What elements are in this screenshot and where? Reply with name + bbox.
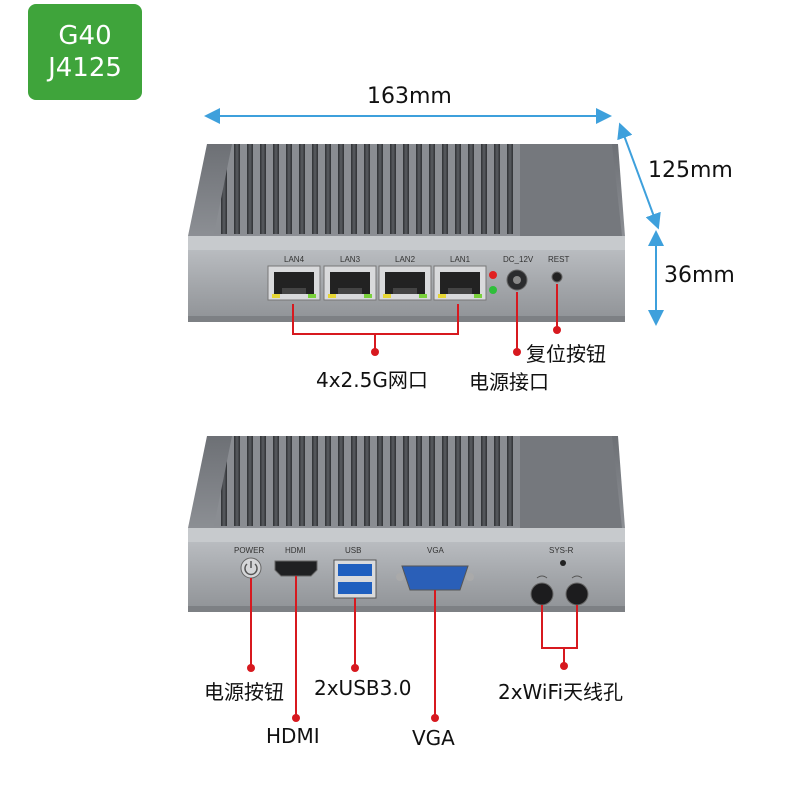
- usb-callout: 2xUSB3.0: [314, 676, 412, 700]
- width-label: 163mm: [367, 84, 452, 109]
- height-label: 36mm: [664, 263, 735, 288]
- lan1-label: LAN1: [450, 255, 471, 264]
- vga-port-label: VGA: [427, 546, 445, 555]
- back-unit: POWER HDMI USB VGA SYS-R: [188, 436, 625, 612]
- lan2-label: LAN2: [395, 255, 416, 264]
- usb-port-label: USB: [345, 546, 361, 555]
- dc-label: DC_12V: [503, 255, 534, 264]
- power-callout: 电源按钮: [204, 680, 284, 704]
- vga-callout: VGA: [412, 726, 455, 750]
- front-unit: LAN4 LAN3 LAN2 LAN1 DC_12V REST: [188, 144, 625, 322]
- model-name: G40: [58, 21, 112, 51]
- hdmi-callout: HDMI: [266, 724, 320, 748]
- reset-callout: 复位按钮: [526, 342, 606, 366]
- reset-label: REST: [548, 255, 569, 264]
- vga-port: [401, 565, 469, 591]
- depth-arrow: [617, 122, 661, 230]
- cpu-name: J4125: [48, 53, 122, 83]
- hdmi-port: [274, 560, 318, 577]
- hdmi-port-label: HDMI: [285, 546, 305, 555]
- lan3-label: LAN3: [340, 255, 361, 264]
- green-led: [489, 286, 497, 294]
- wifi-callout: 2xWiFi天线孔: [498, 680, 624, 704]
- lan-ports: [267, 265, 487, 301]
- depth-label: 125mm: [648, 158, 733, 183]
- reset-hole: [551, 271, 563, 283]
- lan-callout: 4x2.5G网口: [316, 368, 428, 392]
- lan4-label: LAN4: [284, 255, 305, 264]
- wifi-antenna-hole-1: [530, 582, 554, 606]
- power-label: POWER: [234, 546, 264, 555]
- back-callout-lines: [250, 576, 578, 718]
- wifi-antenna-hole-2: [565, 582, 589, 606]
- sysr-label: SYS-R: [549, 546, 574, 555]
- model-badge: G40 J4125: [28, 4, 142, 100]
- red-led: [489, 271, 497, 279]
- dc-callout: 电源接口: [469, 370, 549, 394]
